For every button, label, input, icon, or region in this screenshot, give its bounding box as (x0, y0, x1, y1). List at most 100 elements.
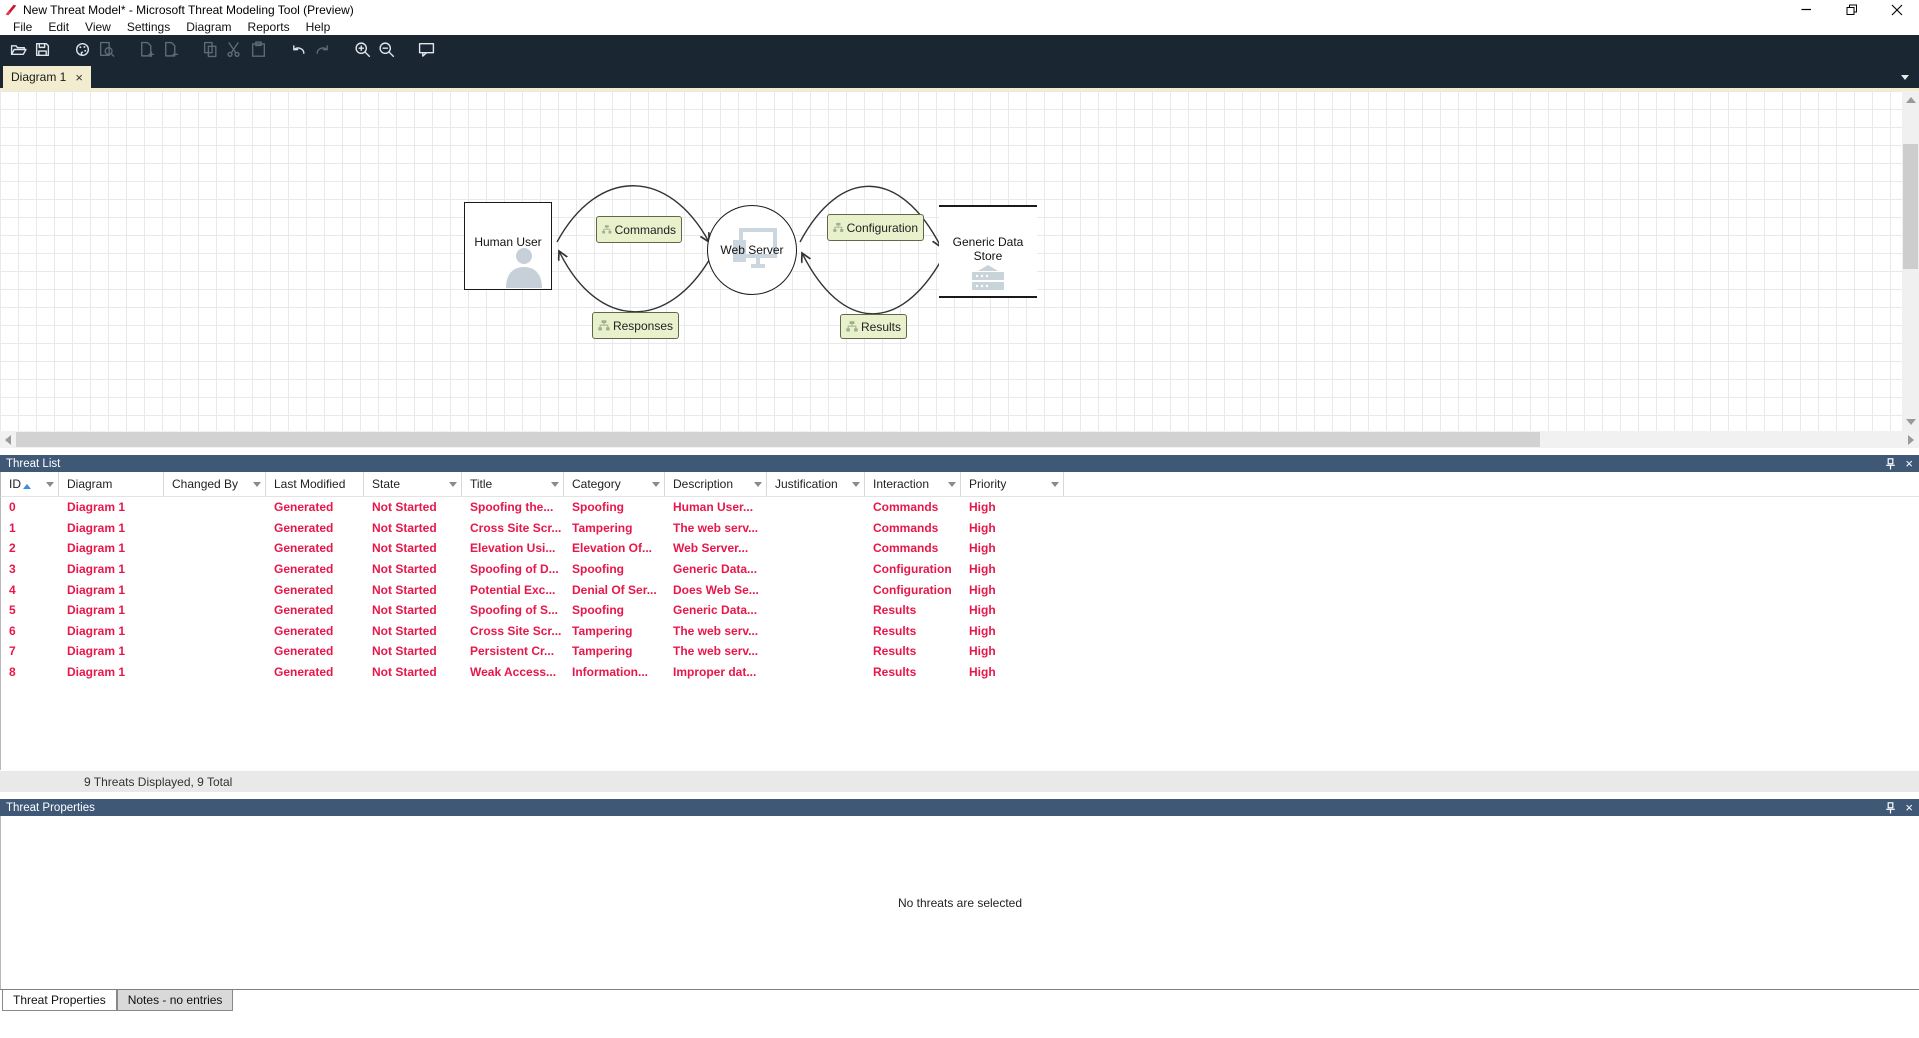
cell-interaction: Results (873, 665, 917, 680)
toolbar-group (350, 37, 398, 61)
add-page-icon (140, 41, 154, 57)
cell-title: Elevation Usi... (470, 541, 556, 556)
save-button[interactable] (30, 37, 54, 61)
cell-id: 5 (9, 603, 16, 618)
menu-reports[interactable]: Reports (247, 20, 290, 34)
feedback-button[interactable] (414, 37, 438, 61)
zoom-out-button[interactable] (374, 37, 398, 61)
column-header-category[interactable]: Category (564, 472, 665, 496)
pin-icon[interactable] (1885, 802, 1896, 814)
zoom-out-icon (378, 41, 394, 57)
cell-last_modified: Generated (274, 603, 334, 618)
cell-last_modified: Generated (274, 582, 334, 597)
cell-state: Not Started (372, 541, 437, 556)
flow-label-responses[interactable]: Responses (592, 312, 679, 339)
scroll-up-icon[interactable] (1906, 97, 1916, 103)
copy-button (198, 37, 222, 61)
close-button[interactable] (1874, 0, 1919, 19)
tab-diagram-1-label: Diagram 1 (11, 70, 67, 84)
column-header-description[interactable]: Description (665, 472, 767, 496)
column-header-changed_by[interactable]: Changed By (164, 472, 266, 496)
close-panel-icon[interactable]: × (1905, 800, 1913, 816)
redo-button (310, 37, 334, 61)
vertical-scroll-thumb[interactable] (1903, 144, 1918, 269)
cell-id: 0 (9, 500, 16, 515)
undo-button[interactable] (286, 37, 310, 61)
bottom-tab-threat-properties[interactable]: Threat Properties (2, 990, 117, 1012)
cell-category: Information... (572, 665, 648, 680)
filter-dropdown-icon[interactable] (46, 481, 54, 487)
horizontal-scroll-thumb[interactable] (16, 432, 1540, 447)
scroll-down-icon[interactable] (1906, 419, 1916, 425)
node-web-server[interactable]: Web Server (707, 205, 797, 295)
menu-diagram[interactable]: Diagram (186, 20, 232, 34)
filter-dropdown-icon[interactable] (449, 481, 457, 487)
pin-icon[interactable] (1885, 457, 1896, 470)
tab-close-icon[interactable]: × (75, 69, 83, 85)
tab-overflow-caret-icon[interactable] (1901, 75, 1909, 80)
toolbar-group (6, 37, 54, 61)
restore-button[interactable] (1829, 0, 1874, 19)
open-folder-button[interactable] (6, 37, 30, 61)
cell-description: Generic Data... (673, 603, 758, 618)
filter-dropdown-icon[interactable] (754, 481, 762, 487)
filter-dropdown-icon[interactable] (852, 481, 860, 487)
open-folder-icon (10, 44, 27, 55)
scroll-left-icon[interactable] (5, 435, 11, 445)
column-label: Changed By (172, 477, 239, 491)
filter-dropdown-icon[interactable] (253, 481, 261, 487)
tab-diagram-1[interactable]: Diagram 1 × (3, 66, 91, 88)
palette-button[interactable] (70, 37, 94, 61)
bottom-tab-notes-no-entries[interactable]: Notes - no entries (116, 990, 234, 1012)
column-header-title[interactable]: Title (462, 472, 564, 496)
canvas-vertical-scrollbar[interactable] (1902, 91, 1919, 431)
flow-label-commands[interactable]: Commands (596, 216, 682, 243)
flow-label-configuration[interactable]: Configuration (827, 214, 924, 241)
canvas-horizontal-scrollbar[interactable] (0, 431, 1919, 448)
node-generic-data-store[interactable]: Generic Data Store (939, 205, 1037, 298)
column-header-diagram[interactable]: Diagram (59, 472, 164, 496)
zoom-in-button[interactable] (350, 37, 374, 61)
column-header-priority[interactable]: Priority (961, 472, 1064, 496)
undo-icon (292, 44, 305, 54)
diagram-canvas[interactable]: Human User Web Server Generic Data Store (0, 91, 1919, 431)
scroll-right-icon[interactable] (1908, 435, 1914, 445)
filter-dropdown-icon[interactable] (652, 481, 660, 487)
node-human-user[interactable]: Human User (464, 202, 552, 290)
filter-dropdown-icon[interactable] (551, 481, 559, 487)
column-header-id[interactable]: ID (1, 472, 59, 496)
filter-dropdown-icon[interactable] (1051, 481, 1059, 487)
cell-priority: High (969, 665, 996, 680)
menu-edit[interactable]: Edit (48, 20, 70, 34)
menu-view[interactable]: View (85, 20, 111, 34)
column-header-state[interactable]: State (364, 472, 462, 496)
filter-dropdown-icon[interactable] (948, 481, 956, 487)
flow-label-results[interactable]: Results (840, 314, 907, 339)
column-header-interaction[interactable]: Interaction (865, 472, 961, 496)
menu-settings[interactable]: Settings (126, 20, 171, 34)
column-header-last_modified[interactable]: Last Modified (266, 472, 364, 496)
feedback-icon (418, 42, 434, 57)
column-header-justification[interactable]: Justification (767, 472, 865, 496)
panel-gap (0, 448, 1919, 455)
menu-file[interactable]: File (13, 20, 33, 34)
cell-state: Not Started (372, 603, 437, 618)
cell-id: 6 (9, 623, 16, 638)
close-panel-icon[interactable]: × (1905, 456, 1913, 471)
menu-help[interactable]: Help (305, 20, 331, 34)
cell-interaction: Commands (873, 541, 939, 556)
column-label: Diagram (67, 477, 113, 491)
minimize-button[interactable] (1784, 0, 1829, 19)
cell-last_modified: Generated (274, 623, 334, 638)
